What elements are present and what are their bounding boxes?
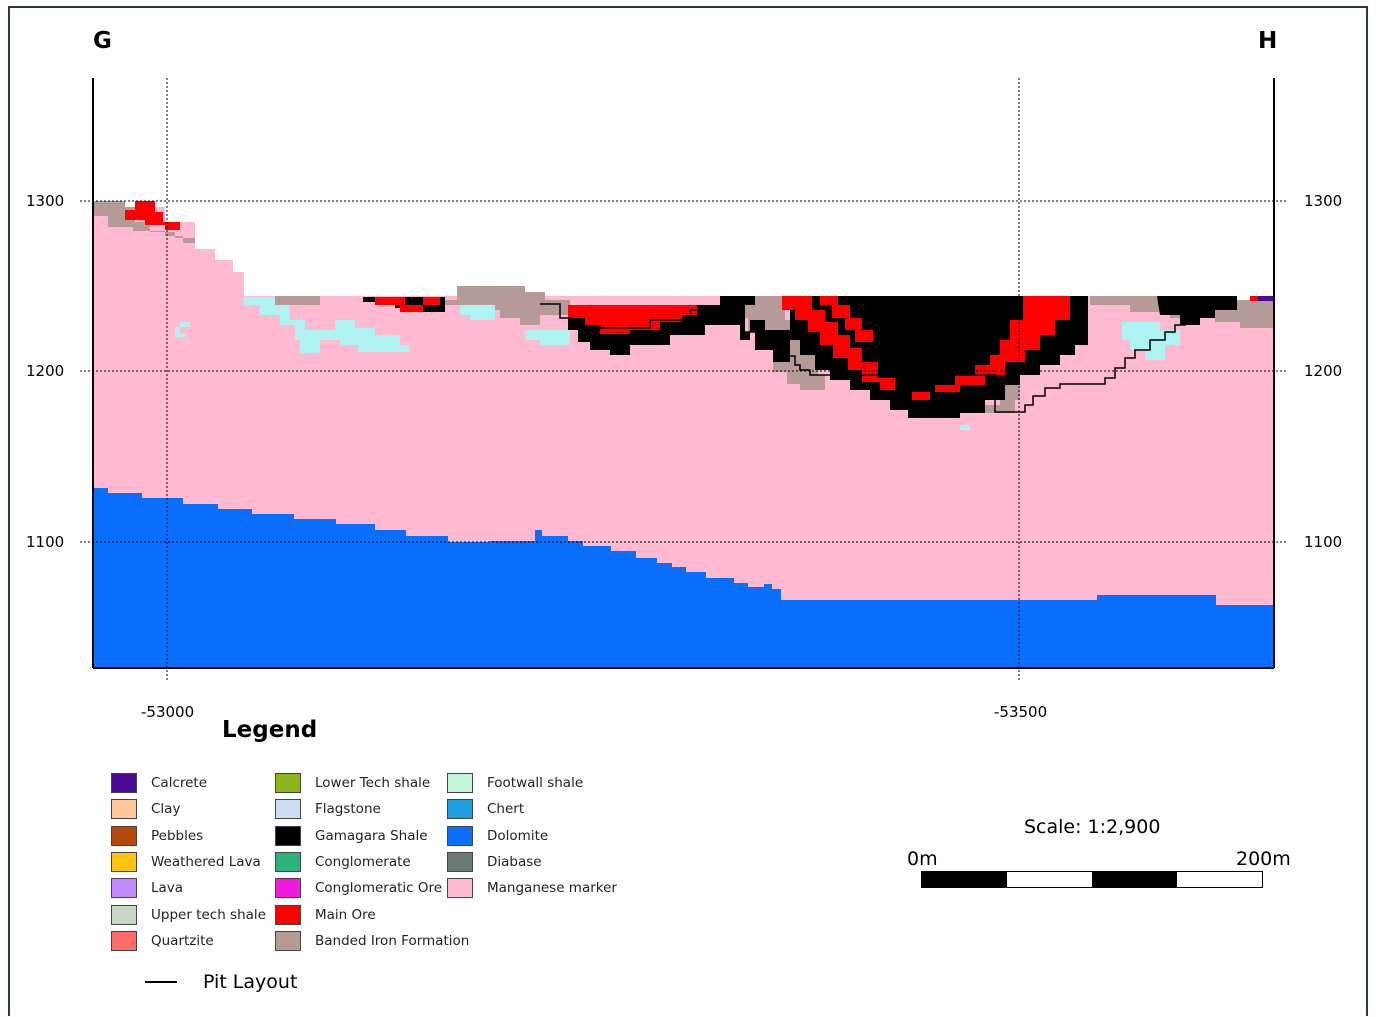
gamagara-shale-east: [1157, 296, 1237, 325]
legend-item: Chert: [447, 798, 524, 820]
main-ore-pit-stripe: [820, 296, 873, 342]
legend-swatch: [275, 878, 301, 899]
scale-start-label: 0m: [907, 848, 938, 870]
legend-label: Conglomerate: [315, 853, 411, 870]
section-start-label: G: [93, 28, 112, 54]
scale-bar-segment: [922, 872, 1007, 887]
y-tick-label-right: 1300: [1304, 192, 1343, 210]
pit-layout-legend: Pit Layout: [145, 971, 297, 993]
legend-swatch: [111, 773, 137, 793]
legend-item: Diabase: [447, 851, 542, 873]
cyan-patch-mid2: [525, 330, 570, 345]
legend-label: Quartzite: [151, 932, 214, 949]
legend-swatch: [111, 930, 137, 951]
legend-item: Main Ore: [275, 904, 376, 926]
legend-item: Lower Tech shale: [275, 772, 430, 794]
legend-swatch: [447, 851, 473, 872]
cyan-patch-pit: [960, 425, 970, 430]
x-tick-label: -53000: [141, 703, 195, 721]
legend-item: Footwall shale: [447, 772, 583, 794]
legend-swatch: [447, 878, 473, 899]
bif-zone-mid2: [440, 286, 570, 325]
legend-swatch: [111, 799, 137, 820]
legend-label: Diabase: [487, 853, 542, 870]
legend-swatch: [447, 773, 473, 793]
bif-zone-mid: [275, 296, 320, 305]
legend-label: Gamagara Shale: [315, 827, 428, 844]
legend-label: Pebbles: [151, 827, 204, 844]
main-ore-pit-west: [782, 296, 895, 390]
legend-item: Flagstone: [275, 798, 381, 820]
calcrete-tip: [1258, 296, 1274, 301]
bif-zone-west: [93, 201, 195, 243]
main-ore-west: [125, 201, 180, 230]
legend-label: Lava: [151, 880, 184, 897]
cyan-patch-small: [175, 322, 190, 338]
legend-label: Lower Tech shale: [315, 775, 431, 791]
legend-swatch: [275, 851, 301, 872]
main-ore-pit-east: [912, 296, 1070, 400]
y-tick-label-right: 1100: [1304, 533, 1343, 551]
legend-swatch: [111, 904, 137, 925]
legend-label: Weathered Lava: [151, 853, 261, 870]
legend-swatch: [275, 799, 301, 820]
pit-layout-label: Pit Layout: [203, 971, 298, 993]
legend-item: Quartzite: [111, 930, 214, 952]
legend-item: Weathered Lava: [111, 851, 261, 873]
x-tick-label: -53500: [994, 703, 1048, 721]
scale-end-label: 200m: [1236, 848, 1291, 870]
legend-label: Conglomeratic Ore: [315, 880, 443, 897]
main-ore-mid: [375, 297, 440, 312]
scale-title: Scale: 1:2,900: [1024, 816, 1161, 838]
y-tick-label-left: 1200: [26, 362, 65, 380]
main-ore-east-tip: [1250, 296, 1258, 301]
legend-swatch: [447, 825, 473, 846]
legend-item: Conglomeratic Ore: [275, 877, 442, 899]
legend-label: Clay: [151, 801, 181, 818]
scale-bar: [921, 871, 1263, 888]
legend-label: Footwall shale: [487, 775, 584, 791]
legend-label: Main Ore: [315, 906, 376, 923]
legend-swatch: [447, 799, 473, 820]
legend-label: Chert: [487, 801, 525, 818]
legend-item: Upper tech shale: [111, 904, 266, 926]
legend-item: Conglomerate: [275, 851, 411, 873]
legend-item: Clay: [111, 798, 180, 820]
legend-swatch: [275, 825, 301, 846]
legend-item: Gamagara Shale: [275, 825, 428, 847]
legend-swatch: [111, 878, 137, 899]
legend-swatch: [111, 825, 137, 846]
legend-swatch: [111, 851, 137, 872]
legend-swatch: [275, 904, 301, 925]
legend-label: Upper tech shale: [151, 906, 266, 923]
legend-title: Legend: [222, 717, 318, 743]
pit-layout-line: [540, 303, 1210, 413]
dolomite-layer: [93, 488, 1274, 668]
y-tick-label-left: 1300: [26, 192, 65, 210]
legend-item: Pebbles: [111, 825, 203, 847]
legend-item: Dolomite: [447, 825, 548, 847]
cyan-patch-west: [244, 297, 410, 353]
legend-label: Flagstone: [315, 801, 381, 818]
y-tick-label-left: 1100: [26, 533, 65, 551]
section-end-label: H: [1258, 28, 1278, 54]
legend-item: Manganese marker: [447, 877, 617, 899]
pit-layout-line-sample: [145, 981, 177, 983]
y-tick-label-right: 1200: [1304, 362, 1343, 380]
legend-item: Banded Iron Formation: [275, 930, 469, 952]
legend-item: Lava: [111, 877, 183, 899]
legend-label: Dolomite: [487, 827, 549, 844]
legend-label: Calcrete: [151, 775, 208, 791]
figure-frame: [8, 6, 1368, 1016]
legend-label: Manganese marker: [487, 880, 617, 897]
legend-item: Calcrete: [111, 772, 207, 794]
scale-bar-segment: [1177, 872, 1262, 887]
legend-label: Banded Iron Formation: [315, 932, 470, 949]
scale-bar-segment: [1092, 872, 1177, 887]
legend-swatch: [275, 930, 301, 951]
scale-bar-segment: [1007, 872, 1092, 887]
cyan-patch-mid: [460, 305, 495, 320]
legend-swatch: [275, 773, 301, 793]
